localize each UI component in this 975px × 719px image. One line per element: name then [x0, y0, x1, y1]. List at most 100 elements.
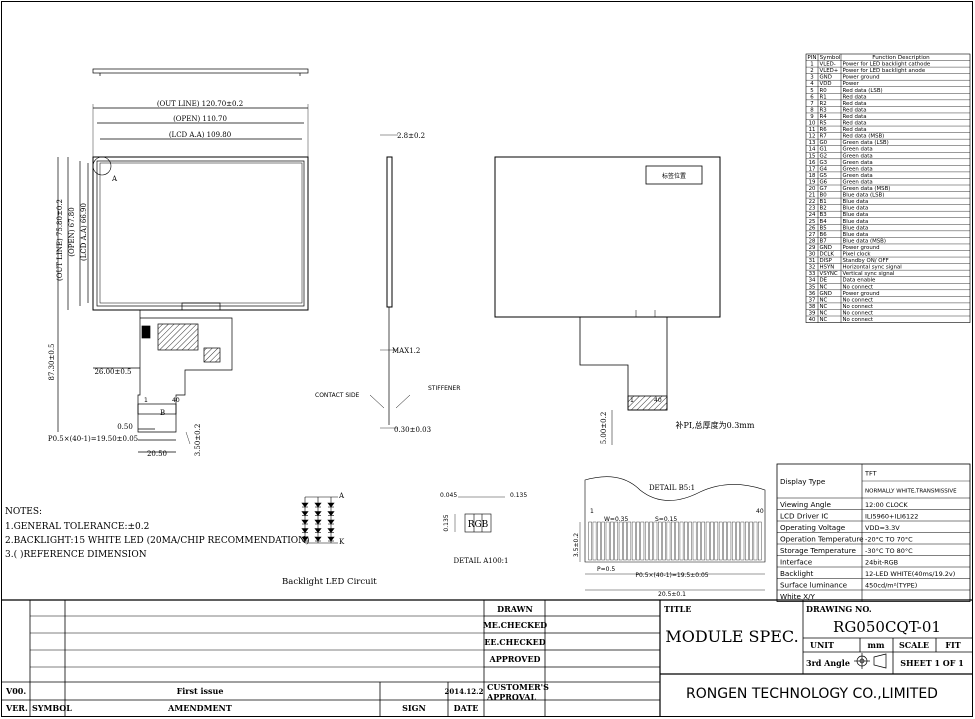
fpc-finger [697, 521, 701, 561]
pin-symbol: GND [820, 75, 832, 81]
unit-value: mm [868, 640, 885, 650]
fpc-finger [614, 521, 619, 561]
pin-number: 32 [809, 265, 816, 271]
pin-function: Green data (LSB) [843, 140, 889, 146]
detail-b-pin40: 40 [756, 508, 764, 515]
customer-approval-line1: CUSTOMER'S [487, 682, 549, 692]
spec-value: VDD=3.3V [865, 524, 900, 532]
pin-function: Blue data [843, 199, 869, 205]
pin-number: 40 [809, 317, 816, 323]
pin-number: 5 [810, 88, 813, 94]
pin-symbol: G7 [820, 186, 828, 192]
me-checked-label: ME.CHECKED [483, 620, 547, 630]
note-3: 3.( )REFERENCE DIMENSION [5, 549, 147, 560]
fpc-finger [736, 521, 740, 561]
led-circuit-title: Backlight LED Circuit [282, 577, 377, 587]
pin-number: 18 [809, 173, 816, 179]
pin-number: 10 [809, 121, 816, 127]
led-icon [314, 536, 322, 542]
pin-function: No connect [843, 310, 874, 316]
fpc-finger [653, 521, 658, 561]
spec-label: Backlight [780, 569, 814, 578]
fpc-finger [636, 521, 640, 561]
fpc-finger [610, 521, 614, 561]
front-label-b: B [160, 409, 165, 417]
back-pin-40: 40 [654, 397, 662, 404]
pin-function: Power for LED backlight cathode [843, 62, 931, 68]
pin-number: 38 [809, 304, 816, 310]
led-icon [314, 519, 322, 525]
fpc-finger [631, 521, 636, 561]
pin-symbol: NC [820, 317, 828, 323]
detail-b-pin1: 1 [590, 508, 594, 515]
pin-symbol: NC [820, 297, 828, 303]
pin-symbol: B3 [820, 212, 827, 218]
fpc-finger [618, 521, 623, 561]
pin-number: 37 [809, 297, 816, 303]
pin-number: 21 [809, 193, 816, 199]
fpc-finger [623, 521, 627, 561]
pin-number: 16 [809, 160, 816, 166]
pin-table-header: Symbol [820, 55, 841, 61]
pin-function: Power ground [843, 291, 880, 297]
pin-function: Green data [843, 179, 873, 185]
fpc-finger [740, 521, 745, 561]
pin-function: Red data [843, 121, 867, 127]
detail-b-pitch: P=0.5 [597, 566, 615, 573]
pin-number: 3 [810, 75, 813, 81]
pin-symbol: B5 [820, 225, 827, 231]
fpc-finger [597, 521, 601, 561]
back-pin-1: 1 [630, 397, 634, 404]
pin-function: Blue data [843, 219, 869, 225]
led-anode: A [338, 492, 345, 500]
fpc-offset-label: 26.00±0.5 [94, 368, 131, 376]
pin-symbol: G3 [820, 160, 828, 166]
drawing-title: MODULE SPEC. [665, 627, 798, 646]
fpc-finger [753, 521, 758, 561]
spec-label: White X/Y [780, 592, 816, 601]
pin-number: 30 [809, 252, 816, 258]
pin-function: Green data [843, 173, 873, 179]
fpc-finger [671, 521, 675, 561]
detail-a-dim-h: 0.045 [440, 492, 457, 499]
total-height-label: 87.30±0.5 [48, 343, 56, 380]
pin-symbol: NC [820, 304, 828, 310]
pin-number: 17 [809, 166, 816, 172]
pin-symbol: B0 [820, 193, 828, 199]
fpc-finger [588, 521, 592, 561]
pin-symbol: VDD [820, 81, 832, 87]
pin-symbol: R3 [820, 107, 827, 113]
pin-symbol: G4 [820, 166, 828, 172]
pin-number: 31 [809, 258, 816, 264]
spec-value: 12-LED WHITE(40ms/19.2v) [865, 570, 955, 578]
pin-function: Red data [843, 114, 867, 120]
pin-function: Vertical sync signal [843, 271, 895, 277]
pin-function: Blue data (LSB) [843, 193, 885, 199]
detail-b-overall: 20.5±0.1 [658, 591, 686, 598]
led-icon [301, 519, 309, 525]
pin-function: Power ground [843, 245, 880, 251]
fpc-finger [688, 521, 692, 561]
detail-a-dim-w: 0.135 [510, 492, 527, 499]
pin-symbol: DE [820, 278, 828, 284]
back-view [494, 156, 721, 445]
led-icon [301, 511, 309, 516]
pin-function: Red data [843, 101, 867, 107]
led-icon [327, 536, 335, 542]
fpc-finger [727, 521, 732, 561]
pin-function: Green data (MSB) [843, 186, 891, 192]
detail-a-dim-v: 0.135 [443, 514, 450, 531]
spec-label: Operation Temperature [780, 534, 864, 543]
fpc-finger [662, 521, 666, 561]
pin-function: Horizontal sync signal [843, 265, 902, 271]
pin-function: Green data [843, 166, 873, 172]
pin-number: 33 [809, 271, 816, 277]
fpc-finger [679, 521, 684, 561]
note-2: 2.BACKLIGHT:15 WHITE LED (20MA/CHIP RECO… [5, 535, 310, 546]
spec-label: Display Type [780, 477, 826, 486]
fpc-finger [605, 521, 610, 561]
fpc-finger [701, 521, 706, 561]
pin-symbol: VLED- [820, 62, 836, 68]
sign-label: SIGN [402, 703, 426, 713]
